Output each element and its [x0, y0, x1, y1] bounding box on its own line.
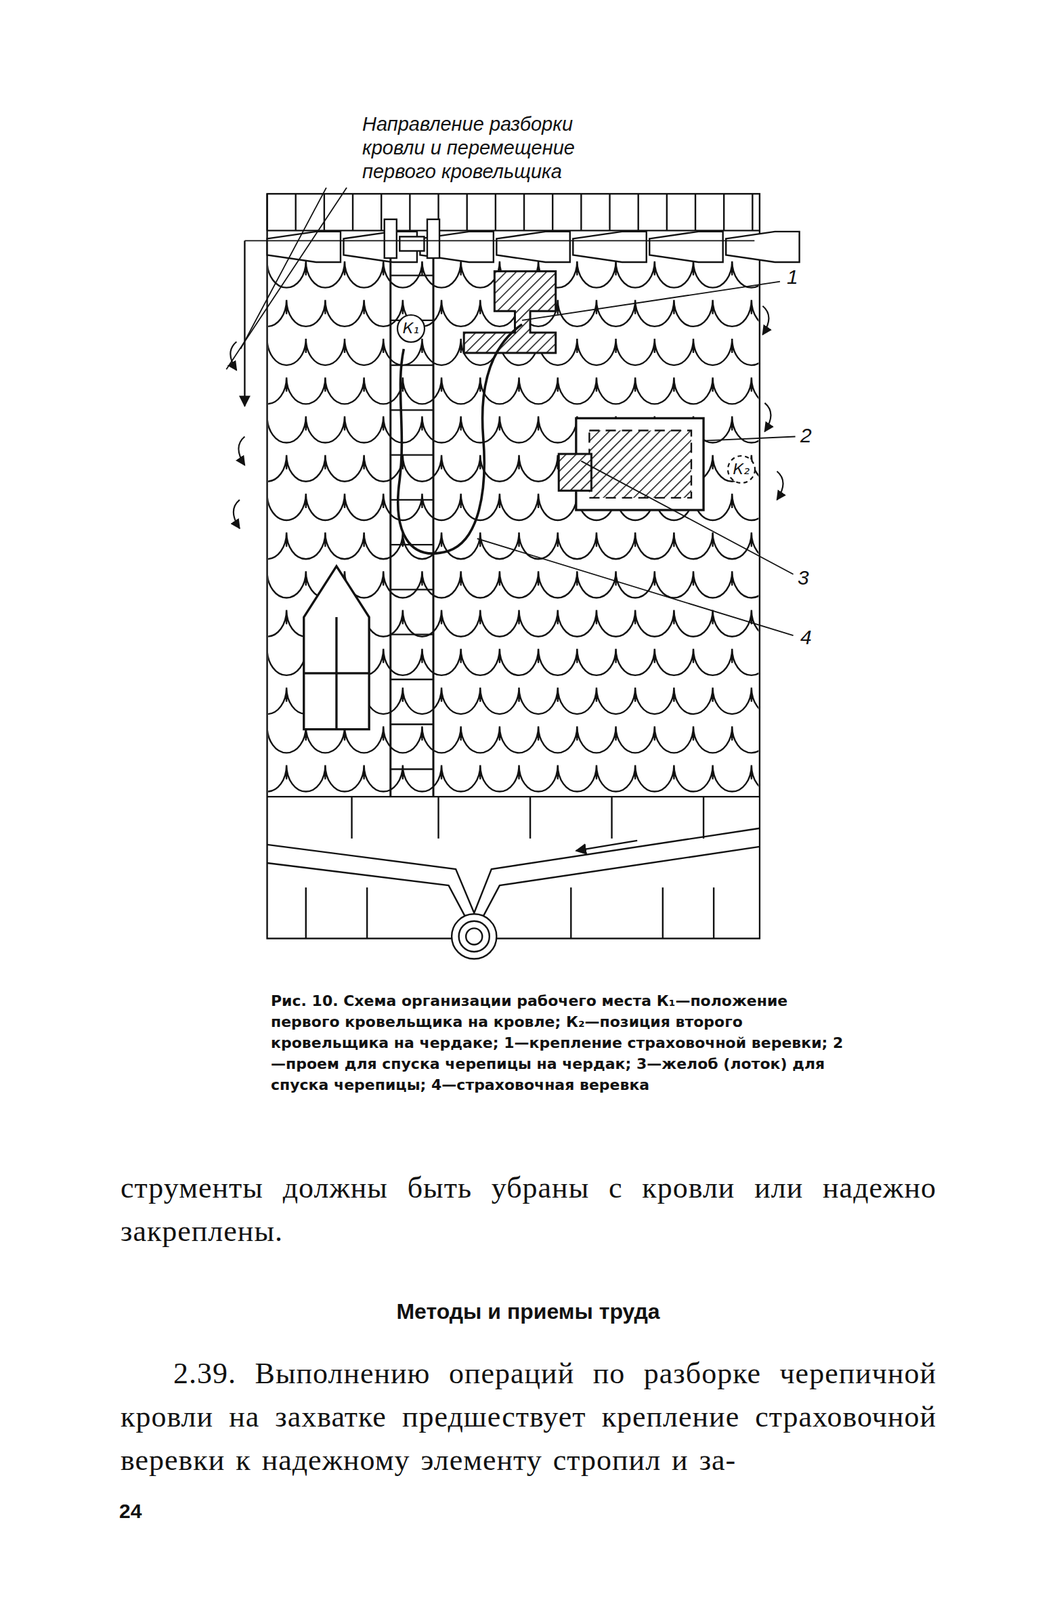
- ridge-board: [580, 193, 582, 231]
- worker-label: К₂: [733, 461, 750, 478]
- ladder-rung: [390, 408, 434, 411]
- body-text: струменты должны быть убраны с кровли ил…: [120, 1165, 937, 1253]
- leader-line: [240, 187, 326, 349]
- move-arrow: [762, 306, 769, 335]
- ridge-board: [494, 193, 497, 231]
- eave-tile-joint: [529, 796, 531, 839]
- move-arrow: [233, 499, 240, 529]
- eave-tile-joint: [610, 796, 613, 839]
- callout-number: 3: [796, 566, 811, 590]
- worker-position: К₁: [396, 313, 426, 344]
- opening: [576, 417, 704, 510]
- eave-tile-joint: [437, 796, 439, 839]
- leader-line: [703, 436, 796, 441]
- wall-joint: [305, 886, 307, 938]
- safety-rope: [398, 324, 523, 554]
- ridge-board: [380, 193, 382, 231]
- eave-tile-joint: [350, 796, 353, 839]
- ridge-board: [666, 193, 668, 231]
- eave-tile-joint: [702, 796, 705, 839]
- page-number: 24: [119, 1499, 142, 1523]
- figure-caption: Рис. 10. Схема организации рабочего мест…: [270, 989, 854, 1095]
- roof-scale-row: [268, 377, 759, 404]
- callout-number: 4: [798, 625, 814, 649]
- ridge-board: [266, 193, 268, 231]
- ridge-board: [723, 193, 725, 231]
- roof-scale-row: [268, 532, 759, 559]
- flow-arrow: [576, 840, 638, 851]
- ridge-board: [751, 193, 753, 231]
- move-arrow: [238, 436, 245, 466]
- ridge-tile: [267, 231, 341, 263]
- ladder-rung: [390, 633, 434, 635]
- ridge-board: [694, 193, 697, 231]
- ridge-board: [608, 193, 611, 231]
- ladder-rung: [390, 453, 434, 455]
- roof-frame: [267, 193, 760, 938]
- leader-line: [477, 538, 794, 636]
- wall-joint: [570, 886, 572, 938]
- downpipe: [451, 913, 497, 959]
- node-circle: [397, 314, 425, 342]
- skylight: [304, 566, 370, 730]
- move-arrow: [776, 471, 783, 500]
- ladder-rung: [390, 723, 434, 725]
- ridge-board: [551, 193, 554, 231]
- leader-line: [522, 281, 780, 321]
- section-heading: Методы и приемы труда: [121, 1297, 935, 1325]
- worker-position: К₂: [726, 454, 757, 485]
- callout-number: 2: [798, 423, 814, 447]
- chute: [558, 453, 592, 491]
- move-arrow: [230, 341, 237, 370]
- ladder-rung: [390, 588, 434, 590]
- ridge-board: [295, 193, 297, 231]
- direction-note: Направление разборки кровли и перемещени…: [362, 112, 627, 184]
- ridge-tile: [496, 231, 570, 263]
- ridge-board: [465, 193, 468, 231]
- ridge-tile: [572, 231, 646, 263]
- ladder-rung: [390, 678, 434, 680]
- roof-scale-row: [268, 764, 759, 791]
- node-circle: [727, 455, 755, 483]
- leader-line: [226, 187, 347, 370]
- wall-joint: [366, 886, 368, 938]
- body-text: 2.39. Выполнению операций по разборке че…: [120, 1351, 937, 1482]
- rope-anchor: [463, 271, 556, 353]
- gutter-edge: [267, 828, 760, 913]
- worker-label: К₁: [402, 320, 420, 337]
- move-arrow: [764, 402, 771, 432]
- ridge-tile: [649, 231, 723, 263]
- ladder-rung: [390, 274, 434, 276]
- ridge-board: [323, 193, 325, 231]
- wall-joint: [662, 886, 664, 938]
- ladder-rung: [390, 364, 434, 366]
- wall-joint: [712, 886, 715, 938]
- ridge-tile: [725, 231, 799, 263]
- ridge-board: [352, 193, 354, 231]
- leader-line: [580, 461, 793, 575]
- ladder-rung: [390, 767, 434, 770]
- ridge-board: [408, 193, 411, 231]
- gutter-edge: [267, 846, 760, 918]
- callout-number: 1: [785, 265, 800, 289]
- ridge-board: [523, 193, 525, 231]
- direction-arrow: [243, 240, 246, 406]
- ridge-board: [637, 193, 639, 231]
